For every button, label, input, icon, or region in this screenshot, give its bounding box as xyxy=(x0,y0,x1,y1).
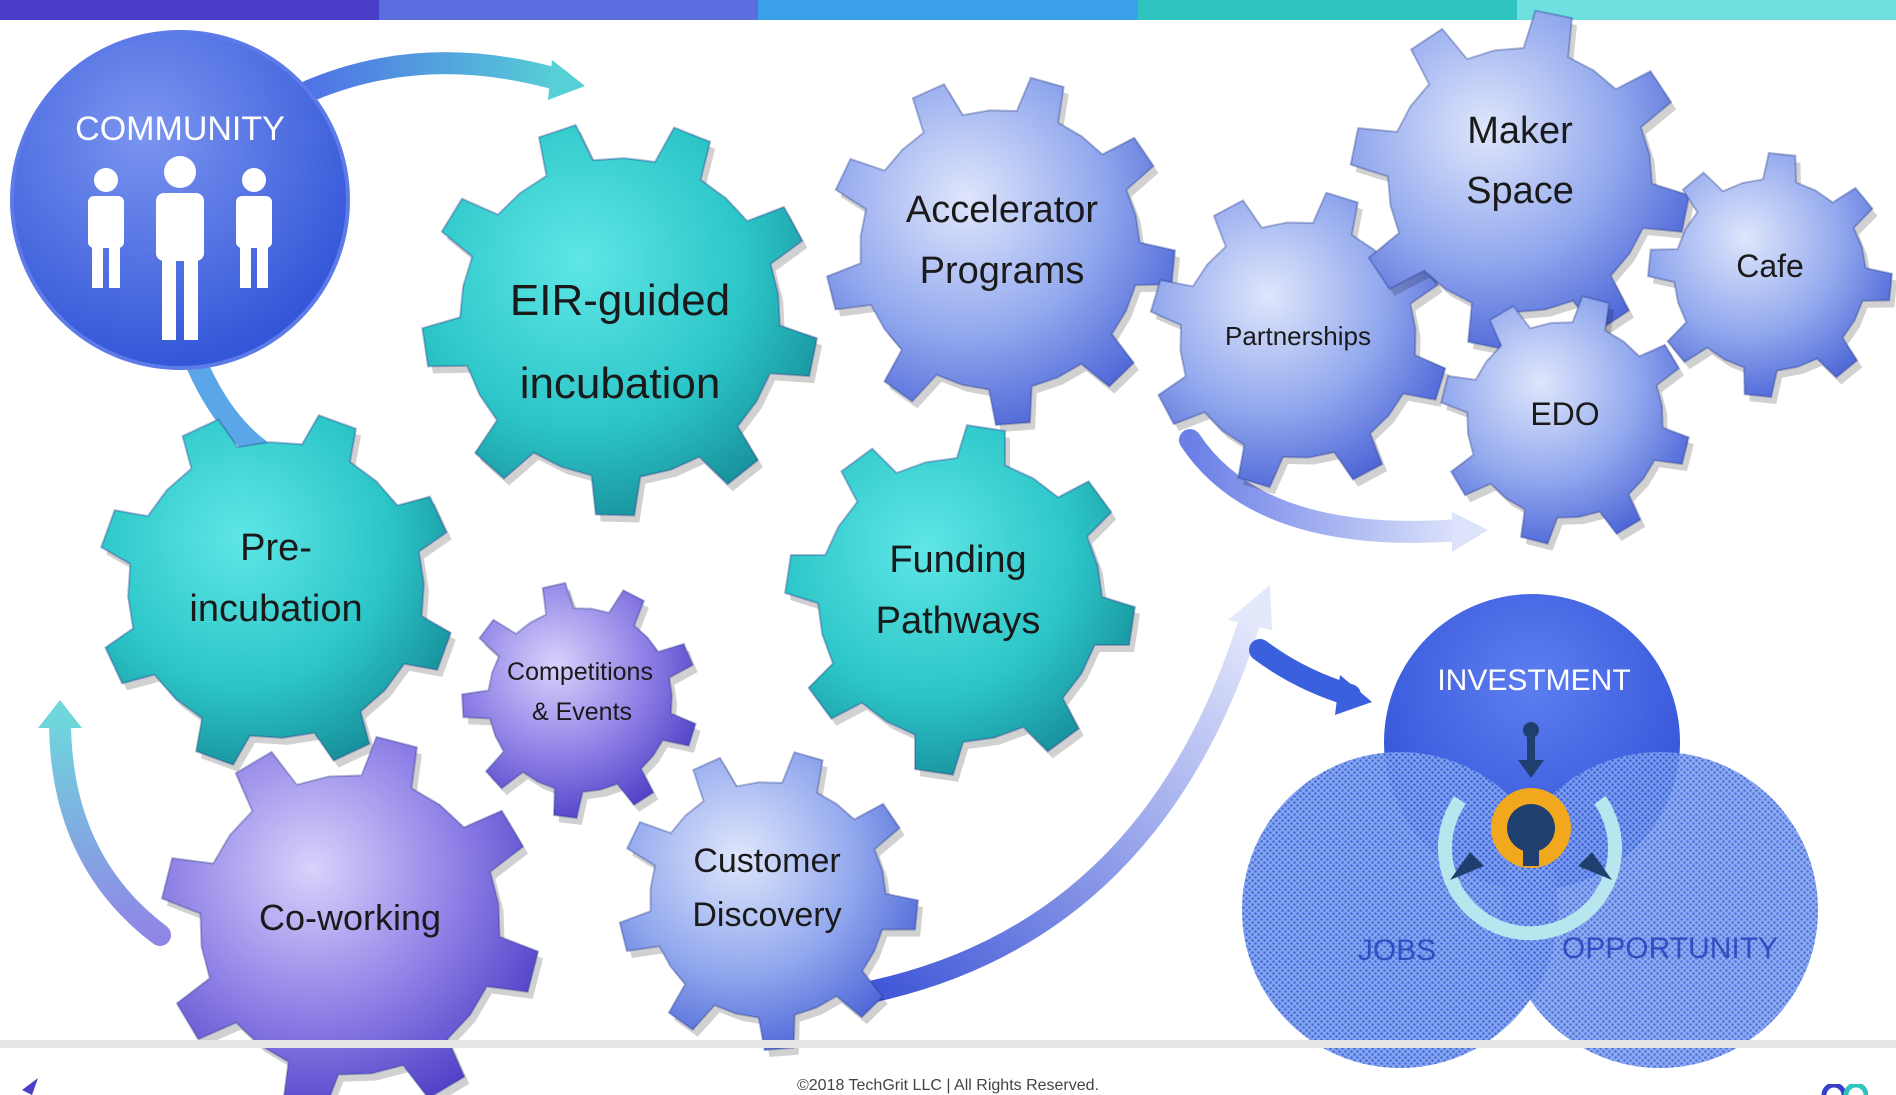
gear-maker-space xyxy=(1349,9,1695,357)
arrow-customer-to-hub xyxy=(844,609,1261,1006)
arrow-head-investment xyxy=(1335,675,1372,715)
edo-label: EDO xyxy=(1530,396,1599,432)
customer-label-line2: Discovery xyxy=(692,896,841,934)
gear-body xyxy=(160,735,540,1095)
gear-body xyxy=(618,751,920,1052)
gear-eir-incubation xyxy=(421,123,822,523)
coworking-label: Co-working xyxy=(259,897,441,938)
techgrit-logo-icon xyxy=(22,1078,38,1095)
partnerships-label: Partnerships xyxy=(1225,321,1371,351)
opportunity-label: OPPORTUNITY xyxy=(1562,932,1778,965)
gear-body xyxy=(1149,191,1447,489)
gear-co-working xyxy=(160,735,544,1095)
gear-pre-incubation xyxy=(99,413,456,772)
top-color-bar xyxy=(0,0,1896,20)
footer-divider xyxy=(0,1040,1896,1048)
flow-arrows xyxy=(38,52,1488,1006)
gear-body xyxy=(1349,9,1691,351)
eir-label-line2: incubation xyxy=(520,359,721,408)
cafe-label: Cafe xyxy=(1736,248,1804,284)
maker-label-line2: Space xyxy=(1466,170,1574,212)
accelerator-label-line2: Programs xyxy=(920,250,1085,292)
gear-body xyxy=(1646,151,1894,399)
arrow-partnerships-to-edo xyxy=(1179,429,1471,543)
community-label: COMMUNITY xyxy=(75,110,285,148)
gear-body xyxy=(783,423,1137,777)
partner-logo-icon xyxy=(1821,1084,1868,1095)
hub-ring xyxy=(1438,796,1622,941)
gear-body xyxy=(1440,295,1690,545)
jobs-circle xyxy=(1242,752,1558,1068)
gear-partnerships xyxy=(1149,191,1451,495)
arrow-head-hub xyxy=(1228,585,1272,630)
arrow-to-investment xyxy=(1249,639,1361,706)
customer-label-line1: Customer xyxy=(693,842,840,880)
eir-label-line1: EIR-guided xyxy=(510,276,730,325)
arrow-community-to-pre xyxy=(184,349,271,461)
maker-label-line1: Maker xyxy=(1467,110,1573,152)
arrow-head-edo xyxy=(1452,512,1488,552)
gear-labels: EIR-guided incubation Accelerator Progra… xyxy=(189,110,1803,938)
competitions-label-line1: Competitions xyxy=(507,658,653,686)
funding-label-line2: Pathways xyxy=(876,600,1041,642)
pre-label-line1: Pre- xyxy=(240,527,312,569)
gear-edo xyxy=(1440,295,1694,551)
gear-customer-discovery xyxy=(618,751,923,1057)
gear-body xyxy=(825,76,1177,427)
opportunity-circle xyxy=(1502,752,1818,1068)
arrow-head-pre xyxy=(38,700,82,728)
venn-diagram: INVESTMENT JOBS OPPORTUNITY xyxy=(1242,594,1818,1068)
gear-funding-pathways xyxy=(783,423,1140,782)
pre-label-line2: incubation xyxy=(189,588,362,630)
hub-arrows xyxy=(1450,722,1612,880)
gear-cafe xyxy=(1646,151,1896,404)
gear-body xyxy=(421,123,819,517)
arrow-head-eir xyxy=(548,60,585,100)
lightbulb-icon xyxy=(1491,788,1571,868)
investment-label: INVESTMENT xyxy=(1437,664,1630,697)
gear-body xyxy=(461,581,697,820)
competitions-label-line2: & Events xyxy=(532,698,632,726)
funding-label-line1: Funding xyxy=(889,539,1026,581)
gear-body xyxy=(99,413,453,767)
people-icon xyxy=(88,156,272,340)
community-circle: COMMUNITY xyxy=(10,30,350,370)
arrow-coworking-to-pre xyxy=(49,709,171,946)
gear-accelerator-programs xyxy=(825,76,1180,432)
copyright-text: ©2018 TechGrit LLC | All Rights Reserved… xyxy=(796,1077,1099,1094)
jobs-label: JOBS xyxy=(1358,934,1436,967)
arrow-community-to-eir xyxy=(289,52,571,106)
gear-competitions-events xyxy=(461,581,701,825)
accelerator-label-line1: Accelerator xyxy=(906,189,1099,231)
